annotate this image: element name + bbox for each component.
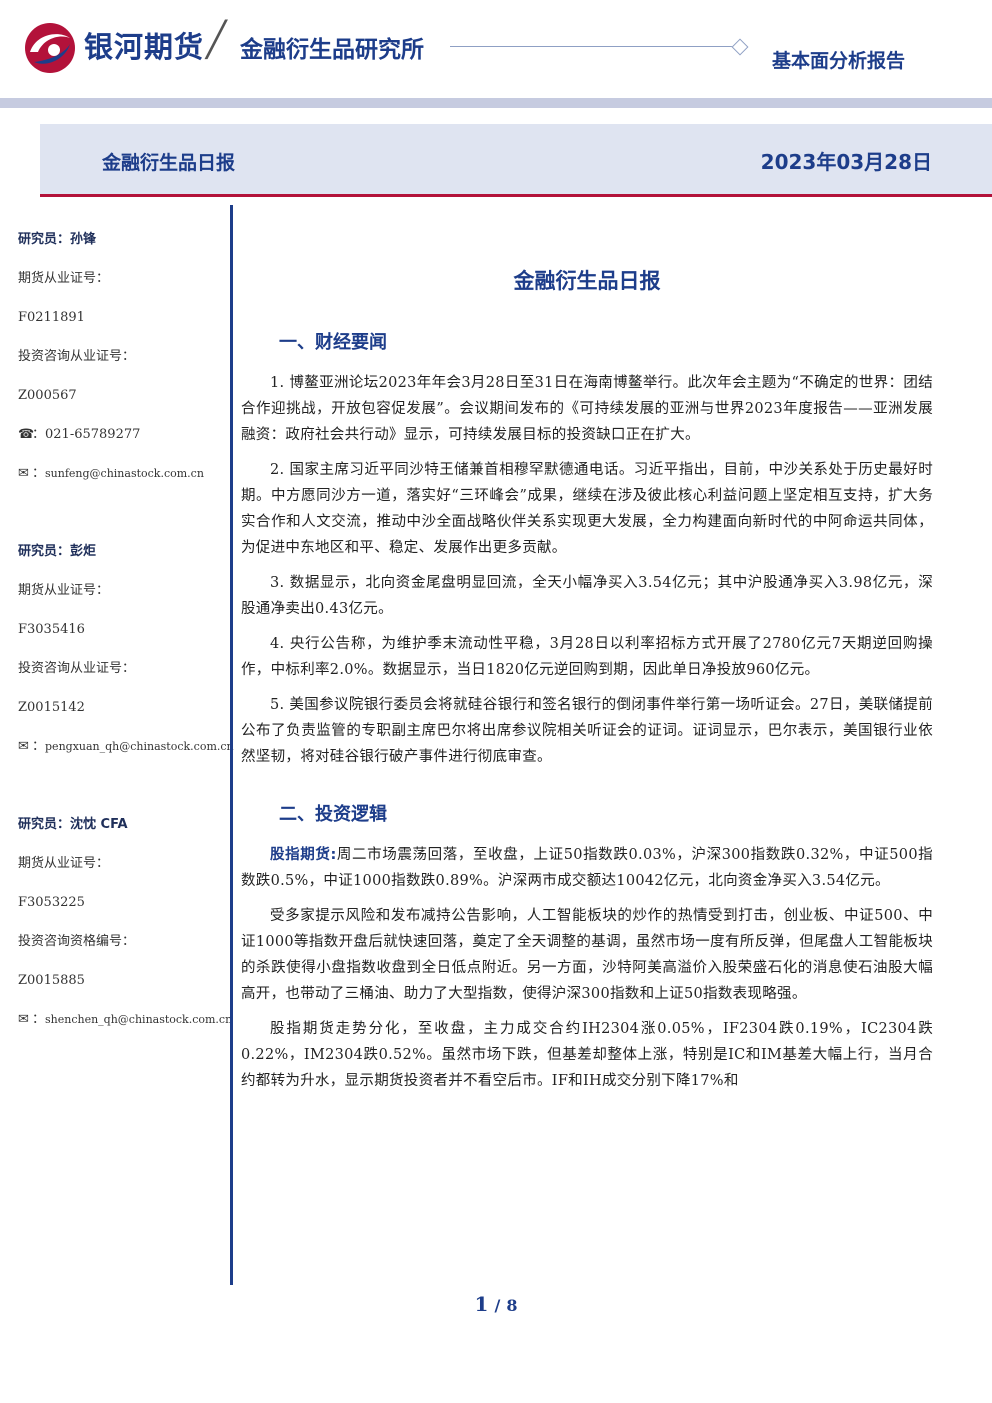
license-number: F3035416: [18, 622, 85, 637]
license-number: F3053225: [18, 895, 85, 910]
researcher-name: 研究员：孙锋: [18, 232, 97, 247]
decorative-diamond: [731, 38, 749, 56]
email-row: ✉：shenchen_qh@chinastock.com.cn: [18, 1000, 232, 1039]
header-divider-slash: ╱: [206, 20, 227, 60]
researcher-name: 研究员：沈忱 CFA: [18, 817, 128, 832]
total-pages: 8: [506, 1296, 518, 1315]
news-item: 5. 美国参议院银行委员会将就硅谷银行和签名银行的倒闭事件举行第一场听证会。27…: [241, 697, 933, 765]
news-item: 3. 数据显示，北向资金尾盘明显回流，全天小幅净买入3.54亿元；其中沪股通净买…: [241, 575, 933, 617]
advisory-number: Z0015885: [18, 973, 85, 988]
news-item: 4. 央行公告称，为维护季末流动性平稳，3月28日以利率招标方式开展了2780亿…: [241, 636, 933, 678]
mail-icon: ✉: [18, 739, 29, 754]
email-address[interactable]: pengxuan_qh@chinastock.com.cn: [45, 740, 234, 753]
advisory-label: 投资咨询从业证号：: [18, 349, 136, 364]
email-row: ✉：pengxuan_qh@chinastock.com.cn: [18, 727, 234, 766]
license-label: 期货从业证号：: [18, 856, 110, 871]
document-title: 金融衍生品日报: [513, 269, 661, 293]
researcher-block: 研究员：彭炬 期货从业证号： F3035416 投资咨询从业证号： Z00151…: [18, 532, 234, 766]
email-address[interactable]: sunfeng@chinastock.com.cn: [45, 467, 204, 480]
header-band: [0, 98, 992, 108]
institute-name: 金融衍生品研究所: [240, 37, 424, 63]
news-item: 1. 博鳌亚洲论坛2023年年会3月28日至31日在海南博鳌举行。此次年会主题为…: [241, 375, 933, 443]
company-name: 银河期货: [84, 30, 205, 64]
main-content: 金融衍生品日报 一、财经要闻 1. 博鳌亚洲论坛2023年年会3月28日至31日…: [241, 262, 933, 1103]
page-number: 1 / 8: [0, 1292, 992, 1316]
advisory-number: Z000567: [18, 388, 77, 403]
advisory-label: 投资咨询资格编号：: [18, 934, 136, 949]
mail-icon: ✉: [18, 1012, 29, 1027]
researcher-name: 研究员：彭炬: [18, 544, 97, 559]
report-date: 2023年03月28日: [760, 150, 932, 174]
advisory-label: 投资咨询从业证号：: [18, 661, 136, 676]
researcher-sidebar: 研究员：孙锋 期货从业证号： F0211891 投资咨询从业证号： Z00056…: [18, 220, 234, 1039]
license-number: F0211891: [18, 310, 85, 325]
researcher-block: 研究员：沈忱 CFA 期货从业证号： F3053225 投资咨询资格编号： Z0…: [18, 805, 232, 1039]
logic-paragraph-text: 周二市场震荡回落，至收盘，上证50指数跌0.03%，沪深300指数跌0.32%，…: [241, 847, 933, 889]
mail-icon: ✉: [18, 466, 29, 481]
phone-icon: ☎: [18, 427, 35, 442]
report-type: 基本面分析报告: [772, 50, 906, 72]
logic-paragraph: 受多家提示风险和发布减持公告影响，人工智能板块的炒作的热情受到打击，创业板、中证…: [241, 908, 933, 1002]
email-row: ✉：sunfeng@chinastock.com.cn: [18, 454, 228, 493]
logic-paragraph: 股指期货走势分化，至收盘，主力成交合约IH2304涨0.05%，IF2304跌0…: [241, 1021, 933, 1089]
email-address[interactable]: shenchen_qh@chinastock.com.cn: [45, 1013, 233, 1026]
vertical-divider: [230, 205, 233, 1285]
decorative-line: [450, 46, 732, 47]
researcher-block: 研究员：孙锋 期货从业证号： F0211891 投资咨询从业证号： Z00056…: [18, 220, 228, 493]
section-heading-finance-news: 一、财经要闻: [279, 332, 387, 353]
advisory-number: Z0015142: [18, 700, 85, 715]
section-heading-investment-logic: 二、投资逻辑: [279, 804, 387, 825]
license-label: 期货从业证号：: [18, 583, 110, 598]
galaxy-logo-icon: [25, 23, 75, 73]
phone-row: ☎：021-65789277: [18, 415, 228, 454]
logic-paragraph: 股指期货:周二市场震荡回落，至收盘，上证50指数跌0.03%，沪深300指数跌0…: [241, 842, 933, 894]
phone-number: 021-65789277: [45, 427, 141, 442]
stock-index-futures-label: 股指期货:: [270, 847, 337, 863]
news-item: 2. 国家主席习近平同沙特王储兼首相穆罕默德通电话。习近平指出，目前，中沙关系处…: [241, 462, 933, 556]
title-bar: 金融衍生品日报 2023年03月28日: [40, 124, 992, 197]
page-header: 银河期货 ╱ 金融衍生品研究所 基本面分析报告: [0, 0, 992, 110]
title-bar-report-name: 金融衍生品日报: [102, 152, 236, 174]
page-separator: /: [494, 1296, 501, 1315]
current-page: 1: [474, 1292, 489, 1316]
license-label: 期货从业证号：: [18, 271, 110, 286]
